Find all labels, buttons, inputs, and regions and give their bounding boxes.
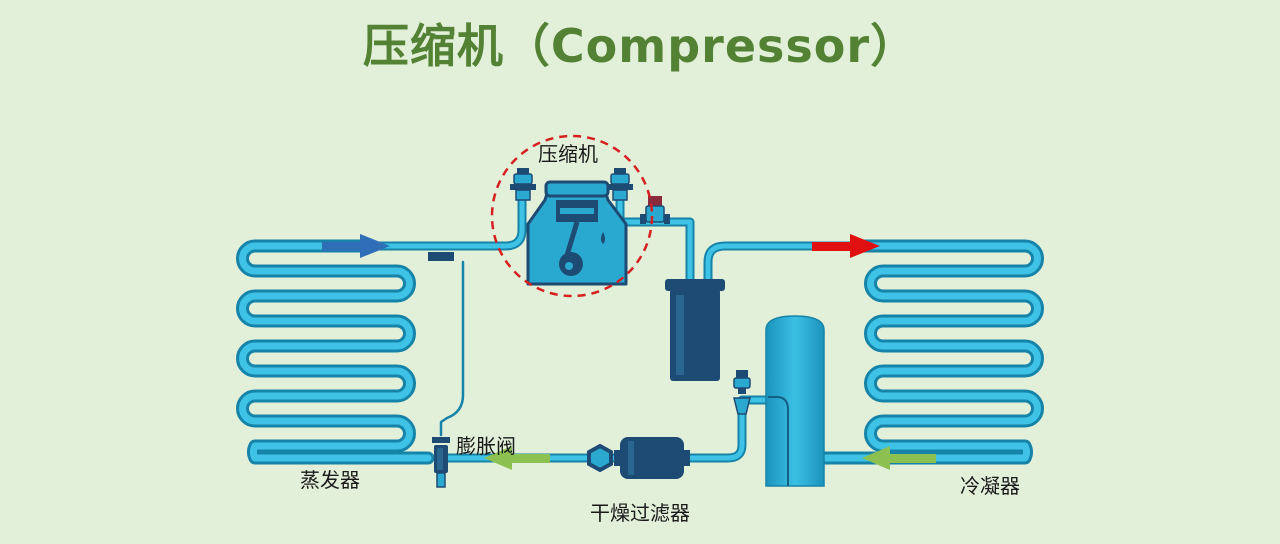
service-valve-icon bbox=[733, 370, 751, 415]
discharge-service-valve-icon bbox=[607, 168, 633, 201]
condenser-label: 冷凝器 bbox=[960, 474, 1020, 498]
liquid-line-arrow-icon bbox=[484, 446, 550, 470]
condenser-coil bbox=[818, 239, 1044, 465]
evaporator-coil bbox=[236, 239, 435, 465]
page-title: 压缩机（Compressor） bbox=[362, 19, 918, 73]
sensing-bulb-icon bbox=[428, 252, 454, 261]
compressor-icon bbox=[526, 180, 628, 286]
suction-service-valve-icon bbox=[510, 168, 536, 201]
expansion-valve-label: 膨胀阀 bbox=[456, 434, 516, 458]
filter-drier-label: 干燥过滤器 bbox=[590, 501, 690, 525]
filter-drier-icon bbox=[614, 437, 690, 479]
condenser-outlet-arrow-icon bbox=[862, 446, 936, 470]
receiver-tank-icon bbox=[765, 315, 825, 487]
expansion-valve-icon bbox=[432, 437, 450, 488]
compressor-highlight-circle bbox=[490, 134, 654, 298]
evaporator-label: 蒸发器 bbox=[300, 468, 360, 492]
suction-arrow-icon bbox=[322, 234, 390, 258]
compressor-label: 压缩机 bbox=[538, 142, 598, 166]
pressure-switch-icon bbox=[640, 196, 670, 224]
sight-glass-icon bbox=[587, 443, 613, 473]
oil-separator-icon bbox=[665, 279, 725, 381]
discharge-arrow-icon bbox=[812, 234, 880, 258]
